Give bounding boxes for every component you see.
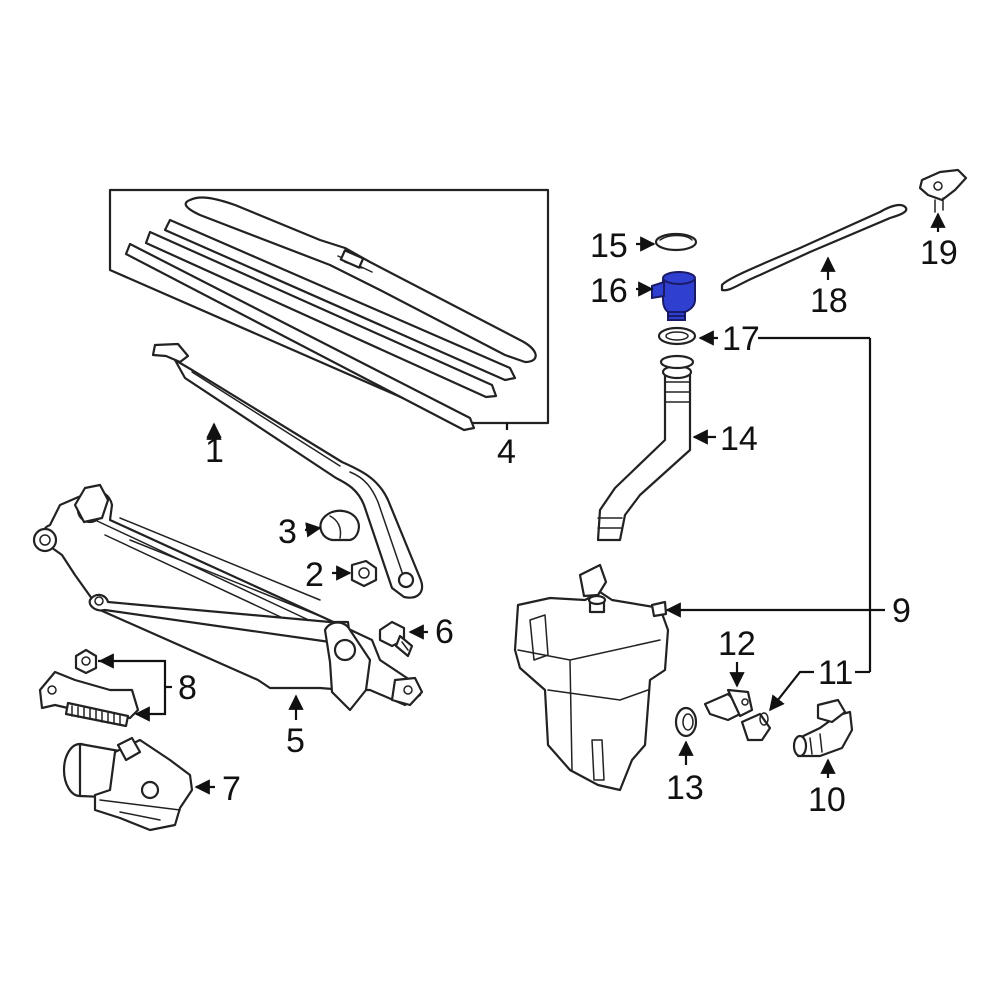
- callout-1: 1: [205, 432, 224, 470]
- callout-17: 17: [722, 320, 760, 358]
- pump-grommet[interactable]: [674, 706, 698, 738]
- arm-nut[interactable]: [350, 559, 378, 588]
- washer-hose[interactable]: [720, 203, 908, 292]
- callout-13: 13: [666, 769, 704, 807]
- callout-10: 10: [808, 781, 846, 819]
- callout-14: 14: [720, 420, 758, 458]
- filler-neck[interactable]: [596, 354, 695, 542]
- wiper-arm[interactable]: [151, 342, 424, 599]
- callout-16: 16: [590, 272, 628, 310]
- callout-19: 19: [920, 234, 958, 272]
- callout-6: 6: [435, 613, 454, 651]
- linkage-bolt[interactable]: [378, 620, 414, 658]
- callout-9: 9: [892, 592, 911, 630]
- callout-5: 5: [286, 722, 305, 760]
- washer-pump[interactable]: [792, 698, 854, 758]
- callout-11: 11: [818, 654, 853, 692]
- callout-18: 18: [810, 282, 848, 320]
- callout-labels: 1 2 3 4 5 6 7 8 9 10 11 12 13 14 15 16 1…: [178, 227, 958, 819]
- callout-3: 3: [278, 513, 297, 551]
- callout-7: 7: [222, 770, 241, 808]
- wiper-motor[interactable]: [62, 736, 194, 832]
- filler-cap-highlighted[interactable]: [651, 271, 696, 321]
- level-sensor[interactable]: [703, 688, 754, 722]
- leader-lines: [98, 212, 946, 795]
- callout-2: 2: [305, 556, 324, 594]
- neck-seal[interactable]: [657, 326, 697, 346]
- washer-reservoir[interactable]: [513, 563, 670, 792]
- pivot-cap[interactable]: [319, 509, 360, 542]
- callout-4: 4: [497, 433, 516, 471]
- callout-15: 15: [590, 227, 628, 265]
- wiper-blade-assembly[interactable]: [108, 188, 550, 432]
- sensor-grommet[interactable]: [740, 712, 772, 742]
- wiper-linkage[interactable]: [32, 483, 424, 712]
- callout-8: 8: [178, 669, 197, 707]
- hose-connector[interactable]: [918, 168, 968, 213]
- callout-12: 12: [718, 625, 756, 663]
- filler-cap-cover[interactable]: [654, 232, 698, 252]
